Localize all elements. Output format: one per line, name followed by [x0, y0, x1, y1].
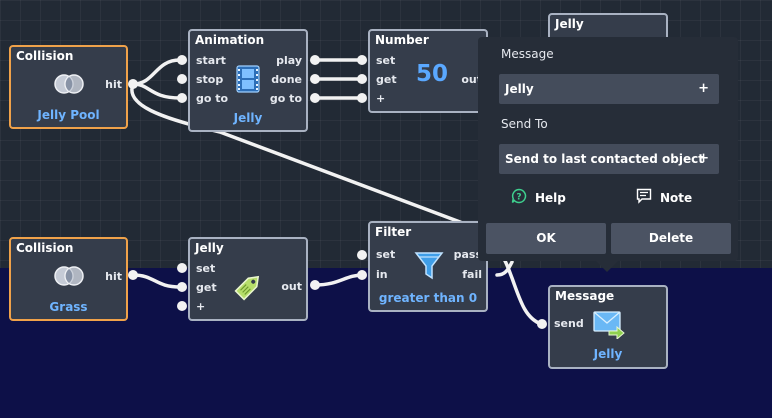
port-add-label: +: [376, 92, 386, 105]
port-get-label: get: [196, 281, 217, 294]
port-goto-label: go to: [196, 92, 229, 105]
number-value: 50: [416, 61, 449, 87]
port-hit-label: hit: [105, 78, 122, 91]
tag-icon: [234, 275, 260, 301]
node-subtitle: Jelly: [593, 347, 623, 361]
wire-collision1-goto: [131, 82, 182, 100]
collision-icon: [54, 74, 84, 94]
port-done-label: done: [271, 73, 302, 86]
send-to-label: Send To: [501, 117, 548, 131]
port-add-dot[interactable]: [357, 93, 367, 103]
note-button[interactable]: Note: [636, 188, 716, 209]
funnel-icon: [414, 252, 444, 280]
send-to-value: Send to last contacted object: [505, 152, 704, 166]
node-subtitle: Jelly Pool: [37, 108, 100, 122]
help-button[interactable]: ? Help: [511, 188, 591, 209]
node-title: Collision: [16, 241, 74, 255]
popup-pointer: [595, 260, 619, 272]
message-label: Message: [501, 47, 554, 61]
port-start-label: start: [196, 54, 226, 67]
help-icon: ?: [511, 188, 527, 204]
collision-node-jelly-pool[interactable]: Collision hit Jelly Pool: [9, 45, 128, 129]
port-get-label: get: [376, 73, 397, 86]
wire-filter-fail: [495, 260, 514, 277]
message-settings-popup: Message Jelly + Send To Send to last con…: [478, 37, 738, 261]
port-set-label: set: [196, 262, 216, 275]
port-goto-out-dot[interactable]: [310, 93, 320, 103]
wire-jelly-out-filter: [313, 273, 365, 287]
plus-icon: +: [698, 81, 709, 96]
port-pass-label: pass: [453, 248, 482, 261]
message-value: Jelly: [505, 82, 534, 96]
port-play-dot[interactable]: [310, 55, 320, 65]
port-play-label: play: [276, 54, 302, 67]
collision-node-grass[interactable]: Collision hit Grass: [9, 237, 128, 321]
jelly-variable-node[interactable]: Jelly set get + out: [188, 237, 308, 321]
node-title: Animation: [195, 33, 265, 47]
node-subtitle: Jelly: [233, 111, 263, 125]
number-node[interactable]: Number set get + 50 out: [368, 29, 488, 113]
port-add-label: +: [196, 300, 206, 313]
port-in-dot[interactable]: [357, 270, 367, 280]
message-dropdown[interactable]: Jelly +: [499, 74, 719, 104]
delete-button[interactable]: Delete: [611, 223, 731, 254]
film-icon: [236, 65, 260, 93]
filter-node[interactable]: Filter set in pass fail greater than 0: [368, 221, 488, 312]
collision-icon: [54, 266, 84, 286]
node-title: Jelly: [195, 241, 224, 255]
port-add-dot[interactable]: [177, 301, 187, 311]
node-title: Filter: [375, 225, 412, 239]
wire-collision1-start: [131, 58, 182, 86]
port-get-dot[interactable]: [357, 74, 367, 84]
port-fail-label: fail: [462, 268, 482, 281]
note-icon: [636, 188, 652, 204]
message-node[interactable]: Message send Jelly: [548, 285, 668, 369]
note-label: Note: [660, 191, 693, 205]
svg-text:?: ?: [516, 193, 521, 203]
port-start-dot[interactable]: [177, 55, 187, 65]
node-subtitle: greater than 0: [378, 291, 478, 305]
port-set-dot[interactable]: [357, 250, 367, 260]
port-in-label: in: [376, 268, 388, 281]
port-out-label: out: [281, 280, 302, 293]
node-title: Collision: [16, 49, 74, 63]
port-out-dot[interactable]: [310, 280, 320, 290]
plus-icon: +: [698, 151, 709, 166]
node-title: Number: [375, 33, 429, 47]
port-out-label: out: [461, 73, 482, 86]
port-set-dot[interactable]: [357, 55, 367, 65]
port-goto-out-label: go to: [269, 92, 302, 105]
send-to-dropdown[interactable]: Send to last contacted object +: [499, 144, 719, 174]
port-stop-label: stop: [196, 73, 224, 86]
port-send-label: send: [554, 317, 584, 330]
port-hit-dot[interactable]: [128, 79, 138, 89]
node-title: Message: [555, 289, 615, 303]
port-set-dot[interactable]: [177, 263, 187, 273]
wire-collision2-get: [131, 273, 182, 289]
port-set-label: set: [376, 54, 396, 67]
animation-node[interactable]: Animation start stop go to play done go …: [188, 29, 308, 132]
node-subtitle: Grass: [49, 300, 88, 314]
node-title: Jelly: [555, 17, 584, 31]
port-done-dot[interactable]: [310, 74, 320, 84]
port-get-dot[interactable]: [177, 282, 187, 292]
port-set-label: set: [376, 248, 396, 261]
port-send-dot[interactable]: [537, 319, 547, 329]
port-hit-dot[interactable]: [128, 270, 138, 280]
port-hit-label: hit: [105, 270, 122, 283]
envelope-icon: [593, 311, 625, 339]
help-label: Help: [535, 191, 566, 205]
port-stop-dot[interactable]: [177, 74, 187, 84]
port-goto-dot[interactable]: [177, 93, 187, 103]
ok-button[interactable]: OK: [486, 223, 606, 254]
